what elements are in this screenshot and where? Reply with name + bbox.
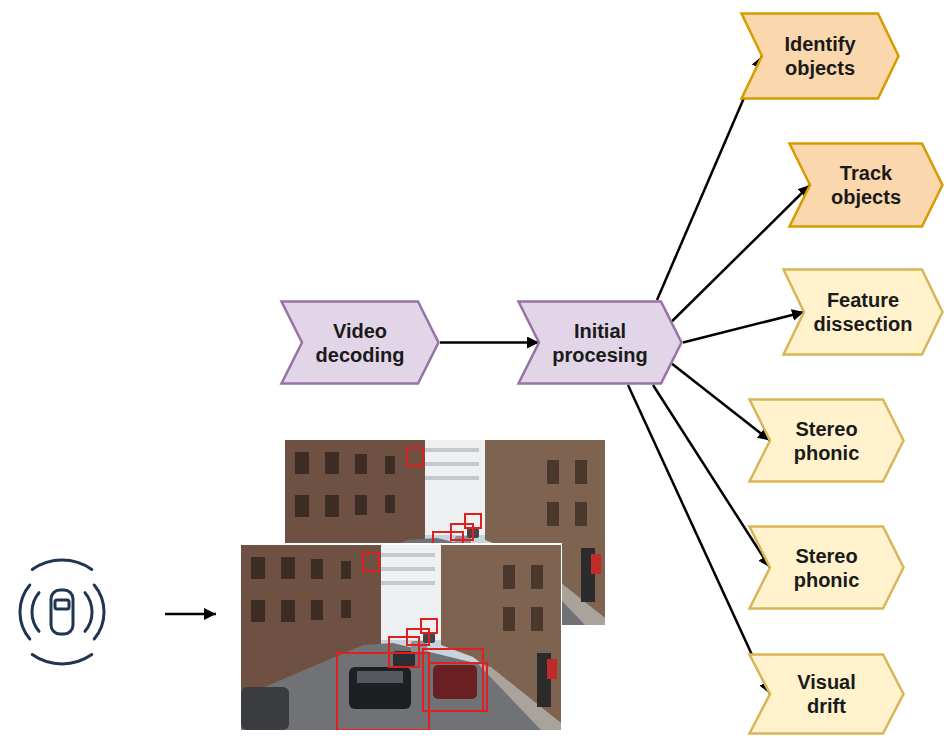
chevron-shape	[517, 300, 683, 385]
chevron-shape	[782, 268, 944, 356]
chevron-outline	[742, 14, 899, 99]
signal-wave	[94, 585, 104, 639]
process-chevron: Visual drift	[748, 653, 905, 735]
step-label: Stereo phonic	[777, 544, 877, 592]
chevron-shape	[748, 525, 905, 610]
signal-wave	[32, 655, 92, 664]
flow-arrow	[683, 312, 804, 343]
flow-arrow	[672, 185, 810, 321]
step-label: Initial procesing	[545, 319, 655, 367]
signal-wave	[85, 593, 92, 632]
chevron-outline	[519, 302, 682, 384]
chevron-shape	[788, 142, 944, 228]
car-body	[51, 590, 73, 634]
step-label: Video decoding	[310, 319, 410, 367]
process-chevron: Video decoding	[280, 300, 440, 385]
car-windshield	[55, 600, 69, 609]
input-arrow	[165, 613, 216, 616]
frame-border	[240, 543, 562, 732]
step-label: Feature dissection	[810, 288, 916, 336]
process-chevron: Stereo phonic	[748, 525, 905, 610]
flow-arrow	[628, 385, 770, 694]
chevron-shape	[740, 12, 900, 100]
chevron-outline	[750, 655, 904, 734]
chevron-outline	[282, 302, 439, 384]
chevron-outline	[784, 270, 943, 355]
car-sensor-icon	[20, 560, 104, 664]
signal-wave	[32, 560, 92, 569]
process-chevron: Stereo phonic	[748, 398, 905, 483]
process-chevron: Track objects	[788, 142, 944, 228]
camera-frame	[241, 545, 561, 730]
step-label: Track objects	[816, 161, 916, 209]
process-chevron: Identify objects	[740, 12, 900, 100]
chevron-shape	[748, 653, 905, 735]
step-label: Visual drift	[782, 670, 872, 718]
chevron-shape	[748, 398, 905, 483]
chevron-shape	[280, 300, 440, 385]
step-label: Stereo phonic	[777, 417, 877, 465]
process-chevron: Feature dissection	[782, 268, 944, 356]
signal-wave	[32, 593, 39, 632]
chevron-outline	[750, 400, 904, 482]
chevron-outline	[750, 527, 904, 609]
process-chevron: Initial procesing	[517, 300, 683, 385]
chevron-outline	[790, 144, 943, 227]
flow-arrow	[440, 341, 539, 344]
step-label: Identify objects	[770, 32, 870, 80]
signal-wave	[20, 585, 30, 639]
